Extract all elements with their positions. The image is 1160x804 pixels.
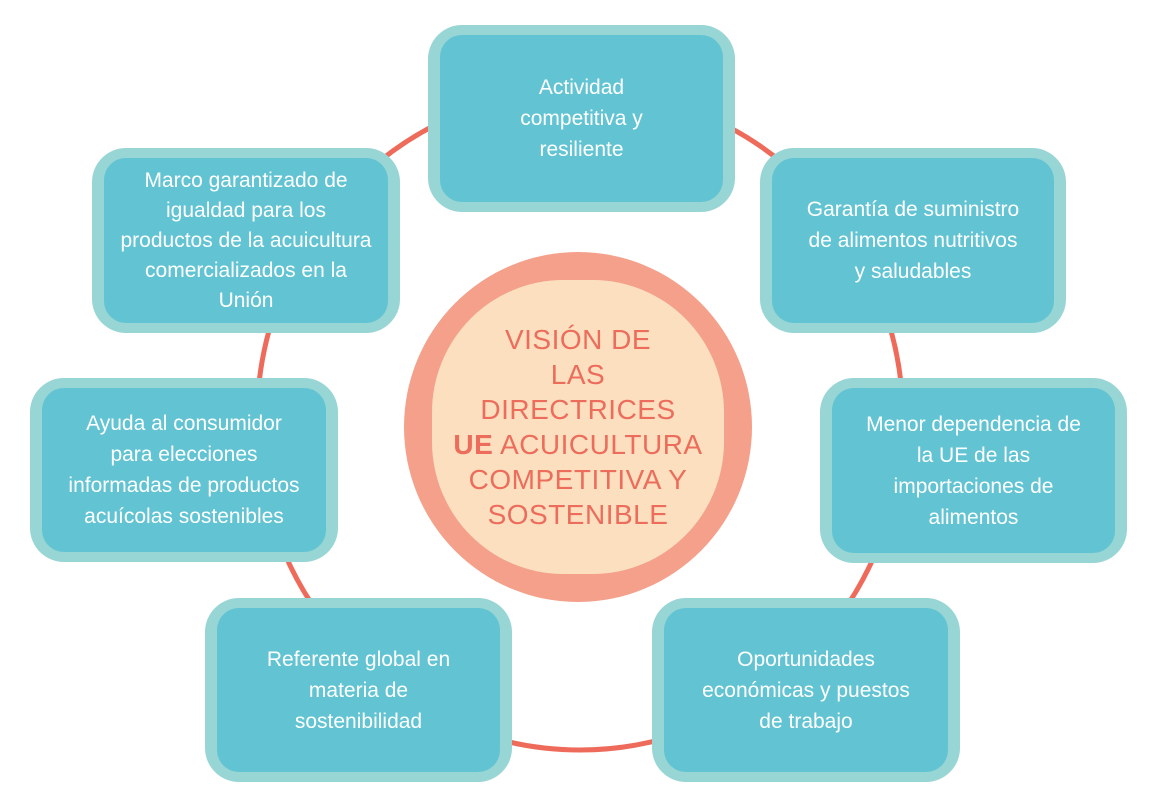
box-text: Marco garantizado de igualdad para los p… [120, 168, 372, 312]
center-line: DIRECTRICES [480, 394, 676, 425]
center-line: SOSTENIBLE [487, 499, 669, 530]
box-economic-opportunities: Oportunidades económicas y puestos de tr… [652, 598, 960, 782]
center-line: VISIÓN DE [504, 324, 652, 355]
center-line-rest: ACUICULTURA [493, 429, 703, 460]
box-competitive-activity: Actividad competitiva y resiliente [428, 25, 735, 212]
box-level-playing-field: Marco garantizado de igualdad para los p… [92, 148, 400, 333]
box-consumer-help: Ayuda al consumidor para elecciones info… [30, 378, 338, 562]
box-food-supply: Garantía de suministro de alimentos nutr… [760, 148, 1066, 333]
center-line: LAS [550, 359, 606, 390]
center-line: UE ACUICULTURA [453, 427, 702, 462]
box-text: Referente global en materia de sostenibi… [266, 647, 451, 733]
box-text: Garantía de suministro de alimentos nutr… [806, 198, 1020, 283]
central-vision-circle: VISIÓN DE LAS DIRECTRICES UE ACUICULTURA… [404, 252, 752, 602]
central-title: VISIÓN DE LAS DIRECTRICES UE ACUICULTURA… [453, 322, 702, 532]
box-text: Ayuda al consumidor para elecciones info… [68, 412, 300, 528]
box-text: Actividad competitiva y resiliente [520, 76, 643, 161]
box-text: Oportunidades económicas y puestos de tr… [702, 647, 910, 733]
box-import-dependence: Menor dependencia de la UE de las import… [820, 378, 1127, 563]
box-text: Menor dependencia de la UE de las import… [866, 412, 1081, 529]
center-line: COMPETITIVA Y [468, 464, 688, 495]
box-global-reference: Referente global en materia de sostenibi… [205, 598, 512, 782]
center-bold-ue: UE [453, 429, 494, 460]
